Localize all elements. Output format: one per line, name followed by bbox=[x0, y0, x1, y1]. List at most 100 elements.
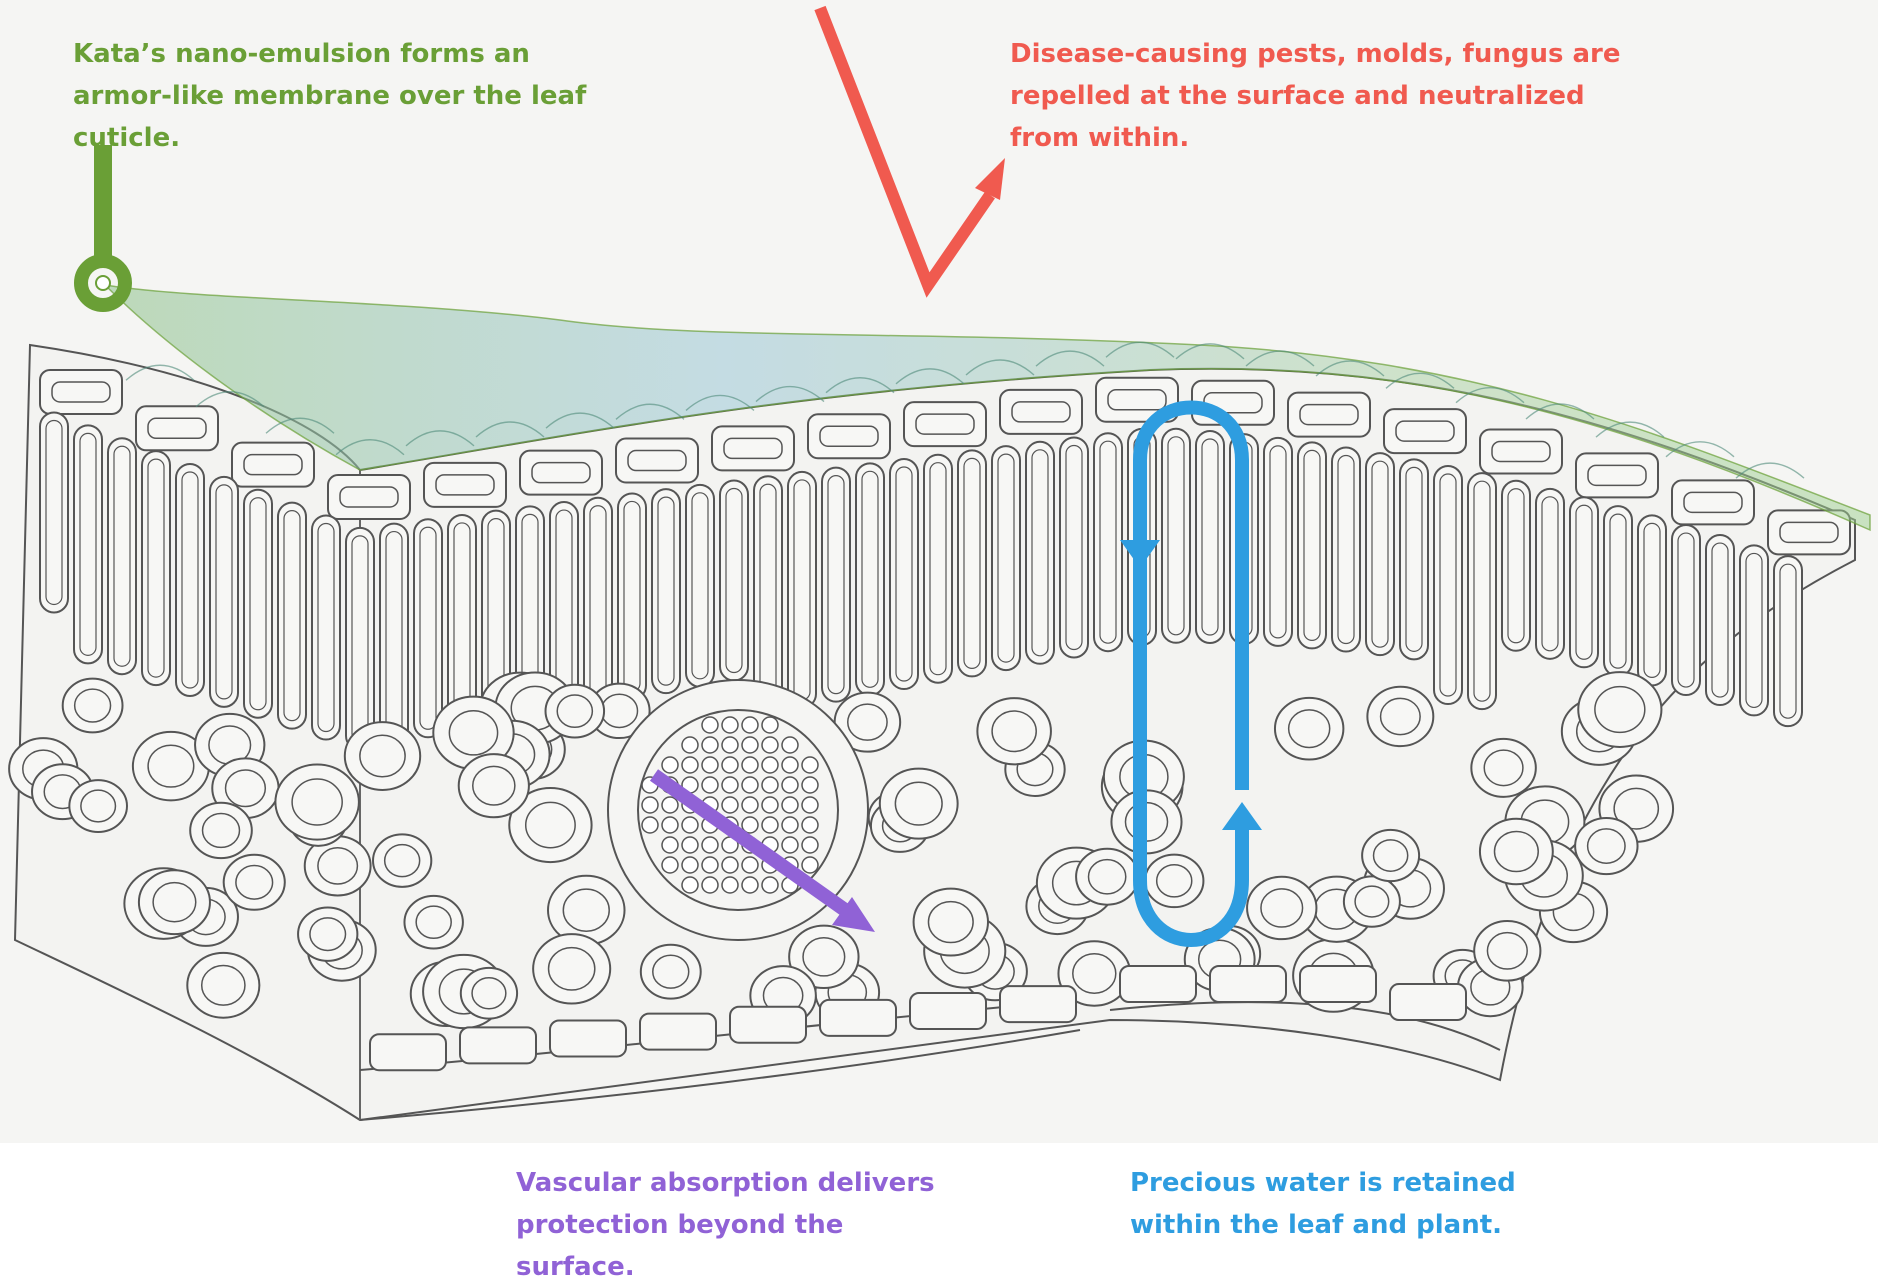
epidermis-cell bbox=[999, 388, 1083, 435]
mesophyll-cell bbox=[68, 779, 128, 833]
palisade-cell bbox=[617, 492, 647, 701]
epidermis-cell bbox=[519, 449, 603, 496]
palisade-cell bbox=[311, 514, 341, 741]
palisade-cell bbox=[1501, 479, 1531, 652]
palisade-cell bbox=[1467, 472, 1497, 711]
palisade-cell bbox=[141, 450, 171, 687]
palisade-cell bbox=[583, 496, 613, 707]
mesophyll-cell bbox=[343, 721, 422, 791]
palisade-cell bbox=[277, 501, 307, 730]
palisade-cells bbox=[39, 411, 1803, 751]
epidermis-cell bbox=[903, 401, 987, 448]
mesophyll-cell bbox=[508, 787, 593, 864]
palisade-cell bbox=[923, 453, 953, 684]
mesophyll-cell bbox=[137, 869, 211, 936]
lower-epidermis-cell bbox=[909, 991, 987, 1030]
palisade-cell bbox=[1637, 514, 1667, 687]
palisade-cell bbox=[719, 479, 749, 682]
epidermis-cell bbox=[1479, 428, 1563, 475]
pests-caption: Disease-causing pests, molds, fungus are… bbox=[1010, 39, 1621, 153]
palisade-cell bbox=[379, 522, 409, 745]
palisade-cell bbox=[1739, 544, 1769, 717]
mesophyll-cell bbox=[1473, 919, 1542, 982]
epidermis-cell bbox=[1287, 391, 1371, 438]
mesophyll-cell bbox=[532, 933, 612, 1005]
water-caption: Precious water is retained within the le… bbox=[1130, 1168, 1516, 1240]
palisade-cell bbox=[1671, 524, 1701, 697]
palisade-cell bbox=[1093, 432, 1123, 653]
palisade-cell bbox=[1297, 441, 1327, 650]
palisade-cell bbox=[1569, 496, 1599, 669]
epidermis-cell bbox=[1575, 452, 1659, 499]
mesophyll-cell bbox=[1075, 847, 1140, 906]
palisade-cell bbox=[107, 437, 137, 676]
palisade-cell bbox=[209, 475, 239, 708]
palisade-cell bbox=[243, 488, 273, 719]
palisade-cell bbox=[651, 488, 681, 695]
mesophyll-cell bbox=[1470, 737, 1537, 798]
mesophyll-cell bbox=[457, 753, 530, 819]
palisade-cell bbox=[39, 411, 69, 614]
epidermis-cell bbox=[1671, 479, 1755, 526]
lower-epidermis-cell bbox=[1209, 965, 1287, 1003]
palisade-cell bbox=[787, 470, 817, 709]
palisade-cell bbox=[1025, 440, 1055, 665]
mesophyll-cell bbox=[303, 835, 372, 897]
mesophyll-cell bbox=[61, 677, 124, 734]
lower-epidermis-cell bbox=[999, 985, 1077, 1024]
palisade-cell bbox=[1195, 429, 1225, 644]
spongy-mesophyll-cells bbox=[8, 671, 1675, 1030]
mesophyll-cell bbox=[274, 763, 360, 841]
epidermis-cell bbox=[807, 413, 891, 460]
palisade-cell bbox=[1059, 436, 1089, 659]
vascular-caption: Vascular absorption delivers protection … bbox=[516, 1168, 935, 1282]
palisade-cell bbox=[753, 475, 783, 716]
mesophyll-cell bbox=[639, 943, 702, 1000]
palisade-cell bbox=[345, 526, 375, 751]
mesophyll-cell bbox=[788, 924, 860, 990]
membrane-pin bbox=[74, 145, 132, 312]
palisade-cell bbox=[1603, 505, 1633, 678]
epidermis-cell bbox=[711, 425, 795, 472]
mesophyll-cell bbox=[1273, 696, 1345, 761]
epidermis-cell bbox=[615, 437, 699, 484]
epidermis-cell bbox=[39, 368, 123, 415]
lower-epidermis-cell bbox=[459, 1026, 537, 1065]
nano-emulsion-membrane bbox=[102, 283, 1871, 532]
palisade-cell bbox=[1773, 555, 1803, 728]
palisade-cell bbox=[821, 466, 851, 703]
mesophyll-cell bbox=[1144, 853, 1205, 909]
pests-repel-arrow bbox=[814, 5, 1005, 298]
mesophyll-cell bbox=[1478, 817, 1554, 886]
lower-epidermis-cell bbox=[1389, 983, 1467, 1021]
palisade-cell bbox=[991, 445, 1021, 672]
mesophyll-cell bbox=[186, 951, 261, 1019]
palisade-cell bbox=[1331, 446, 1361, 653]
palisade-cell bbox=[1705, 534, 1735, 707]
palisade-cell bbox=[855, 462, 885, 697]
mesophyll-cell bbox=[459, 966, 519, 1020]
lower-epidermis-cell bbox=[549, 1019, 627, 1058]
mesophyll-cell bbox=[189, 801, 253, 860]
lower-epidermis-cells bbox=[369, 965, 1467, 1072]
mesophyll-cell bbox=[372, 833, 433, 888]
vascular-absorption-arrow bbox=[649, 769, 875, 932]
palisade-cell bbox=[413, 518, 443, 739]
lower-epidermis-cell bbox=[729, 1005, 807, 1044]
mesophyll-cell bbox=[1361, 828, 1421, 883]
mesophyll-cell bbox=[1366, 685, 1435, 748]
palisade-cell bbox=[1263, 436, 1293, 647]
mesophyll-cell bbox=[403, 894, 464, 950]
lower-epidermis-cell bbox=[1119, 965, 1197, 1003]
lower-epidermis-cell bbox=[639, 1012, 717, 1051]
leaf-diagram bbox=[8, 5, 1871, 1122]
epidermis-cell bbox=[1767, 509, 1851, 556]
epidermis-cell bbox=[423, 461, 507, 508]
epidermis-cell bbox=[1383, 408, 1467, 455]
palisade-cell bbox=[1399, 458, 1429, 661]
palisade-cell bbox=[957, 449, 987, 678]
water-retention-loop-arrow bbox=[1120, 400, 1262, 947]
mesophyll-cell bbox=[1574, 816, 1639, 876]
upper-epidermis-cells bbox=[39, 368, 1851, 556]
mesophyll-cell bbox=[833, 691, 902, 753]
